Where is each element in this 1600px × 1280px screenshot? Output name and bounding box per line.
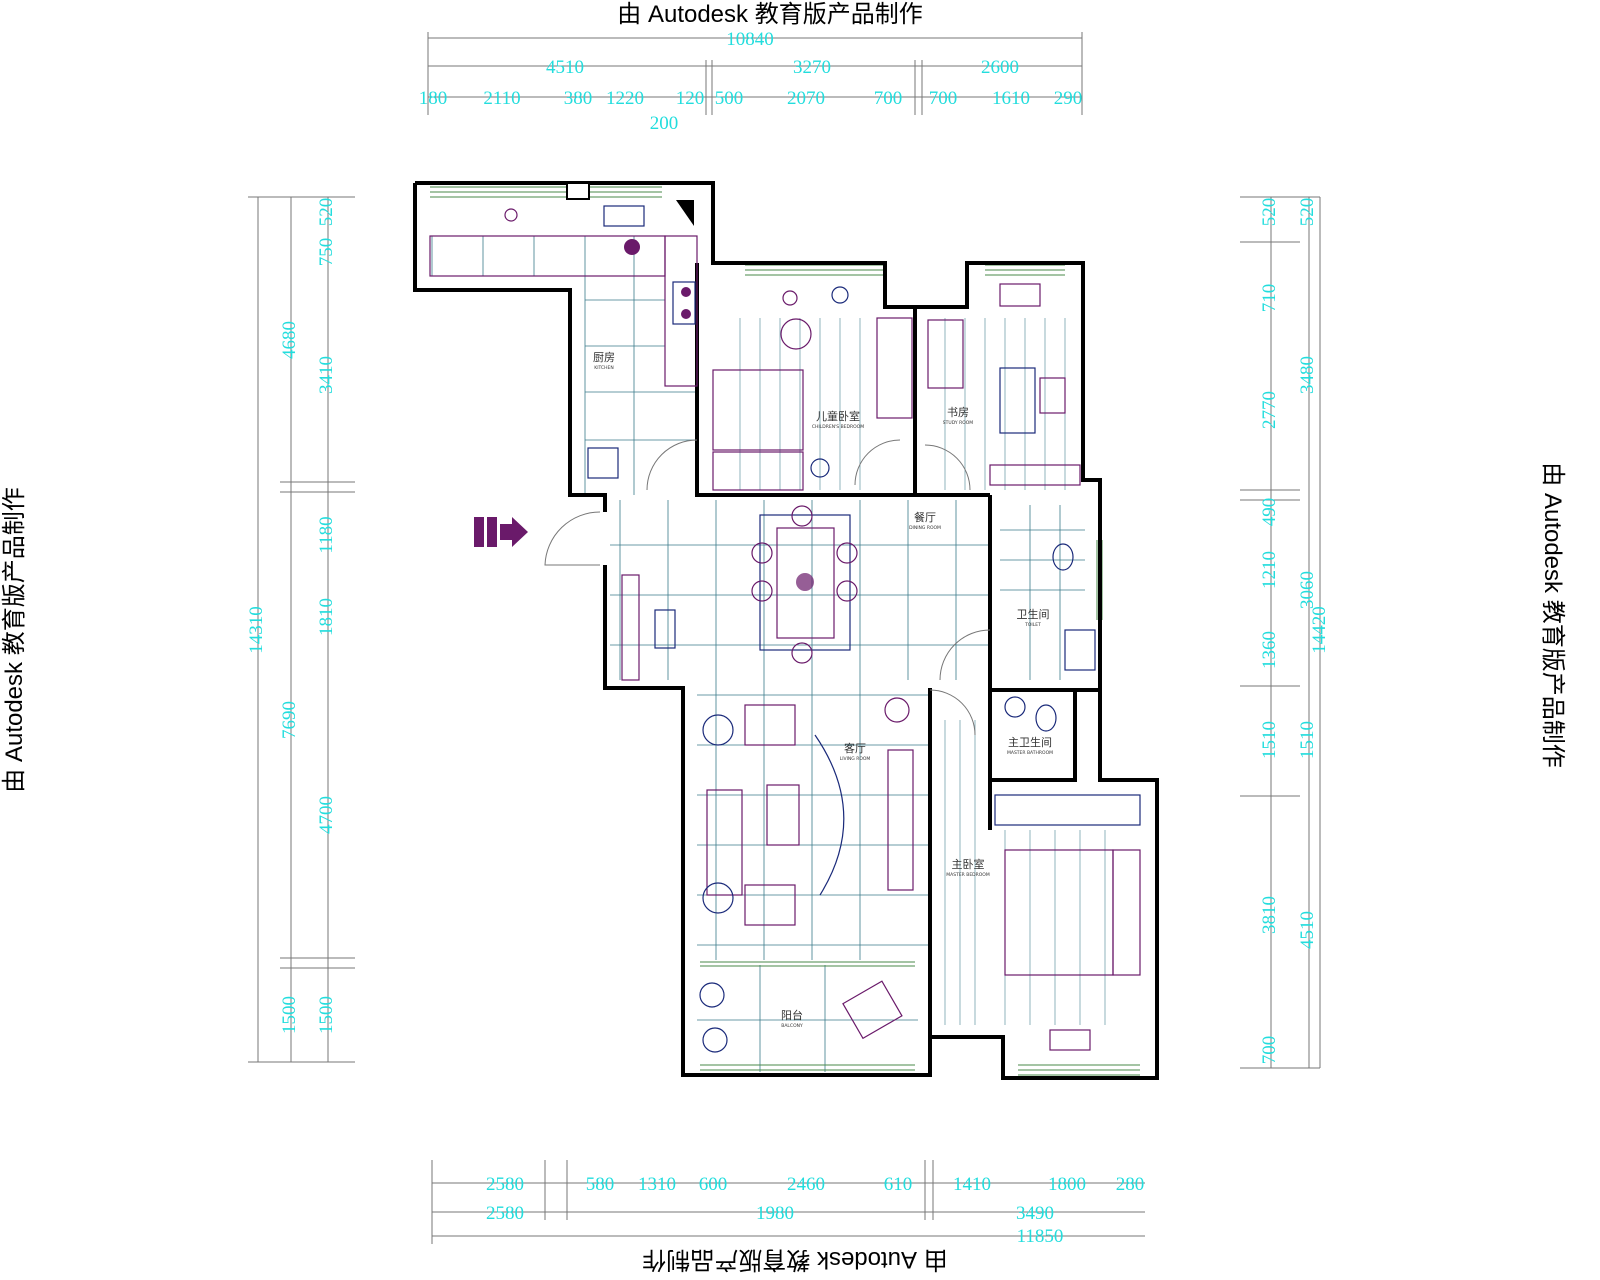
- dim-label: 180: [419, 88, 448, 109]
- dim-label: 3480: [1297, 356, 1318, 394]
- dim-label: 700: [1259, 1036, 1280, 1065]
- dim-label: 3810: [1259, 896, 1280, 934]
- dim-left-total: 14310: [246, 606, 267, 654]
- dim-label: 2580: [486, 1174, 524, 1195]
- room-label-balcony-en: BALCONY: [781, 1023, 803, 1029]
- dim-label: 1810: [316, 598, 337, 636]
- dim-label: 2600: [981, 57, 1019, 78]
- dim-label: 3410: [316, 356, 337, 394]
- room-label-toilet-en: TOILET: [1024, 622, 1041, 628]
- room-label-kitchen: 厨房: [593, 351, 615, 364]
- dim-label: 520: [1297, 198, 1318, 227]
- room-label-master-bath-en: MASTER BATHROOM: [1007, 750, 1053, 756]
- dim-label: 3490: [1016, 1203, 1054, 1224]
- dim-label: 1510: [1259, 721, 1280, 759]
- dim-label: 500: [715, 88, 744, 109]
- dim-label: 4700: [316, 796, 337, 834]
- windows: [430, 186, 1140, 1076]
- right-dimensions: 14420 520 3480 3060 1510 4510 520 710 27…: [1240, 196, 1330, 1069]
- dim-label: 1980: [756, 1203, 794, 1224]
- room-label-study: 书房: [947, 406, 969, 419]
- dim-label: 600: [699, 1174, 728, 1195]
- room-label-kitchen-en: KITCHEN: [594, 365, 614, 371]
- dim-label: 200: [650, 113, 679, 134]
- dim-label: 3270: [793, 57, 831, 78]
- bottom-dimensions: 2580 580 1310 600 2460 610 1410 1800 280…: [431, 1160, 1145, 1247]
- dim-label: 750: [316, 238, 337, 267]
- dim-label: 490: [1259, 498, 1280, 527]
- dim-right-total: 14420: [1309, 606, 1330, 654]
- room-label-dining-en: DINING ROOM: [909, 525, 941, 531]
- dim-label: 290: [1054, 88, 1083, 109]
- dim-top-total: 10840: [726, 29, 774, 50]
- room-label-children-bedroom: 儿童卧室: [816, 409, 860, 423]
- dim-label: 1210: [1259, 551, 1280, 589]
- dim-label: 120: [676, 88, 705, 109]
- dim-label: 1220: [606, 88, 644, 109]
- room-labels: 厨房 KITCHEN 儿童卧室 CHILDREN'S BEDROOM 书房 ST…: [593, 351, 1053, 1029]
- dim-label: 1410: [953, 1174, 991, 1195]
- dim-label: 700: [874, 88, 903, 109]
- dim-label: 710: [1259, 284, 1280, 313]
- dim-label: 280: [1116, 1174, 1145, 1195]
- dim-label: 4510: [546, 57, 584, 78]
- dim-bottom-total: 11850: [1017, 1226, 1064, 1247]
- doors: [544, 439, 991, 736]
- watermark-bottom: 由 Autodesk 教育版产品制作: [642, 1246, 947, 1273]
- dim-label: 520: [1259, 198, 1280, 227]
- left-dimensions: 14310 4680 7690 1500 520 750 3410 1180 1…: [246, 196, 355, 1063]
- dim-label: 610: [884, 1174, 913, 1195]
- dim-label: 1510: [1297, 721, 1318, 759]
- dim-label: 2460: [787, 1174, 825, 1195]
- floor-tiles: [430, 235, 1106, 1072]
- dim-label: 580: [586, 1174, 615, 1195]
- room-label-balcony: 阳台: [781, 1008, 803, 1022]
- room-label-study-en: STUDY ROOM: [943, 420, 974, 426]
- dim-label: 4510: [1297, 911, 1318, 949]
- dim-label: 1500: [316, 996, 337, 1034]
- entrance-arrow-icon: [474, 517, 528, 547]
- dim-label: 1610: [992, 88, 1030, 109]
- room-label-master-bedroom: 主卧室: [952, 857, 985, 871]
- dim-label: 1180: [316, 516, 337, 553]
- walls: [413, 181, 1159, 1080]
- room-label-living-en: LIVING ROOM: [840, 756, 871, 762]
- room-label-master-bath: 主卫生间: [1008, 735, 1052, 749]
- room-label-children-bedroom-en: CHILDREN'S BEDROOM: [812, 424, 864, 430]
- dim-label: 2110: [483, 88, 520, 109]
- furniture: [429, 205, 1141, 1053]
- dim-label: 1310: [638, 1174, 676, 1195]
- dim-label: 520: [316, 198, 337, 227]
- dim-label: 2070: [787, 88, 825, 109]
- dim-label: 1360: [1259, 631, 1280, 669]
- watermark-top: 由 Autodesk 教育版产品制作: [617, 1, 922, 28]
- room-label-dining: 餐厅: [914, 510, 936, 524]
- dim-label: 1500: [279, 996, 300, 1034]
- top-dimensions: 10840 4510 3270 2600 180 2110 380 1220 2…: [419, 29, 1083, 134]
- dim-label: 2580: [486, 1203, 524, 1224]
- room-label-toilet: 卫生间: [1017, 607, 1050, 621]
- watermark-left: 由 Autodesk 教育版产品制作: [1, 487, 28, 792]
- watermark-right: 由 Autodesk 教育版产品制作: [1539, 462, 1566, 767]
- dim-label: 700: [929, 88, 958, 109]
- dim-label: 380: [564, 88, 593, 109]
- dim-label: 4680: [279, 321, 300, 359]
- dim-label: 7690: [279, 701, 300, 739]
- room-label-master-bedroom-en: MASTER BEDROOM: [946, 872, 990, 878]
- room-label-living: 客厅: [844, 741, 866, 755]
- dim-label: 2770: [1259, 391, 1280, 429]
- dim-label: 3060: [1297, 571, 1318, 609]
- dim-label: 1800: [1048, 1174, 1086, 1195]
